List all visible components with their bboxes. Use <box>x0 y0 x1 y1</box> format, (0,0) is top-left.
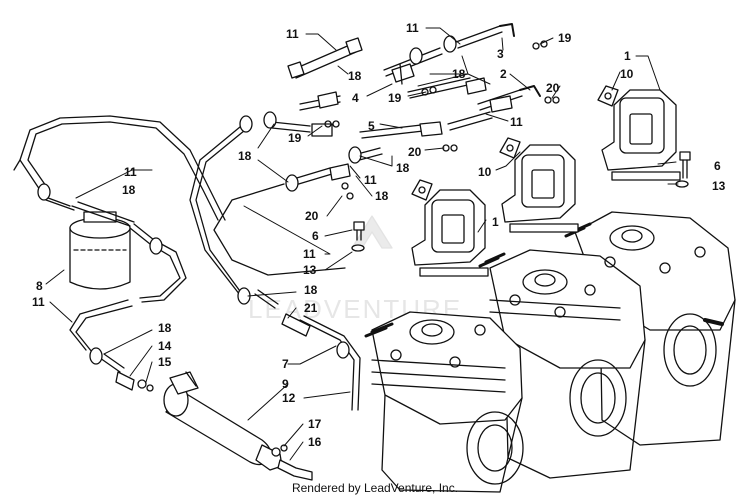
callout-18: 18 <box>396 161 410 175</box>
callout-18: 18 <box>452 67 466 81</box>
callout-11: 11 <box>364 173 377 187</box>
callout-12: 12 <box>282 391 296 405</box>
callout-8: 8 <box>36 279 43 293</box>
callout-20: 20 <box>408 145 422 159</box>
callout-20: 20 <box>305 209 319 223</box>
callout-19: 19 <box>388 91 402 105</box>
callout-9: 9 <box>282 377 289 391</box>
callout-19: 19 <box>288 131 302 145</box>
callout-11: 11 <box>124 165 137 179</box>
callout-1: 1 <box>492 215 499 229</box>
callout-18: 18 <box>158 321 172 335</box>
callout-18: 18 <box>304 283 318 297</box>
callout-11: 11 <box>406 21 419 35</box>
callout-11: 11 <box>32 295 45 309</box>
washer <box>351 180 689 252</box>
callout-7: 7 <box>282 357 289 371</box>
callout-18: 18 <box>122 183 136 197</box>
callout-11: 11 <box>510 115 523 129</box>
callout-13: 13 <box>303 263 317 277</box>
callout-2: 2 <box>500 67 507 81</box>
callout-21: 21 <box>304 301 318 315</box>
callout-6: 6 <box>714 159 721 173</box>
callout-6: 6 <box>312 229 319 243</box>
callout-labels: 11 18 11 3 19 18 2 1 10 4 19 20 11 19 5 … <box>32 21 726 449</box>
bolt <box>353 151 691 241</box>
callout-4: 4 <box>352 91 359 105</box>
callout-18: 18 <box>348 69 362 83</box>
callout-19: 19 <box>558 31 572 45</box>
bracket <box>411 85 619 201</box>
leader-lines <box>45 27 679 461</box>
hose-fitting <box>115 313 313 481</box>
hose-clamp <box>37 35 457 365</box>
callout-3: 3 <box>497 47 504 61</box>
callout-5: 5 <box>368 119 375 133</box>
fuel-lines <box>13 23 541 411</box>
callout-11: 11 <box>303 247 316 261</box>
callout-17: 17 <box>308 417 322 431</box>
callout-11: 11 <box>286 27 299 41</box>
solenoid-valve <box>411 89 681 277</box>
fuel-filter <box>69 201 135 290</box>
callout-15: 15 <box>158 355 172 369</box>
callout-10: 10 <box>478 165 492 179</box>
tee-fitting <box>311 63 513 181</box>
callout-1: 1 <box>624 49 631 63</box>
callout-18: 18 <box>238 149 252 163</box>
callout-18: 18 <box>375 189 389 203</box>
engine-block <box>364 211 736 493</box>
callout-10: 10 <box>620 67 634 81</box>
callout-13: 13 <box>712 179 726 193</box>
footer-credit: Rendered by LeadVenture, Inc. <box>291 481 459 495</box>
callout-20: 20 <box>546 81 560 95</box>
fuel-pump <box>163 371 283 471</box>
callout-16: 16 <box>308 435 322 449</box>
callout-14: 14 <box>158 339 172 353</box>
